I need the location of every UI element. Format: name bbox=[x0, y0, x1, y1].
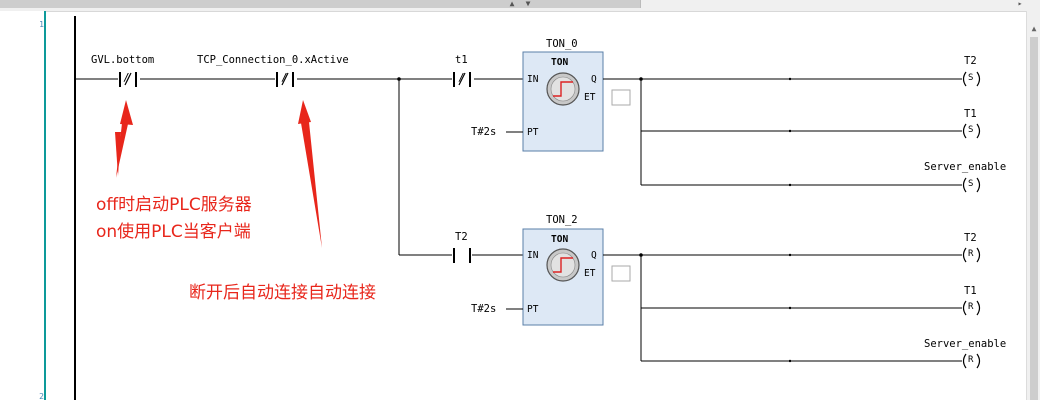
collapse-up-icon[interactable]: ▲ bbox=[509, 0, 515, 8]
contact-gvl-bottom[interactable] bbox=[119, 72, 137, 87]
timer-pt-ton2: PT bbox=[527, 304, 539, 315]
timer-type-ton2: TON bbox=[551, 234, 569, 245]
coil-label-t2: T2 bbox=[964, 55, 977, 67]
timer-instance-ton2: TON_2 bbox=[546, 214, 578, 226]
timer-preset-ton0: T#2s bbox=[471, 126, 497, 138]
contact-label-tcp-xactive: TCP_Connection_0.xActive bbox=[197, 54, 349, 66]
annotation-off-server: off时启动PLC服务器 bbox=[96, 195, 252, 215]
scroll-right-icon[interactable]: ▸ bbox=[1017, 0, 1023, 8]
coil-t1-reset[interactable] bbox=[962, 300, 981, 316]
coil-label-t2-reset: T2 bbox=[964, 232, 977, 244]
vertical-scrollbar[interactable]: ▲ bbox=[1026, 11, 1040, 400]
timer-block-ton2[interactable] bbox=[522, 228, 604, 326]
coil-kind-server-enable: S bbox=[968, 179, 974, 189]
annotation-auto-reconnect: 断开后自动连接自动连接 bbox=[189, 283, 376, 303]
timer-in-ton2: IN bbox=[527, 250, 539, 261]
coil-t2-reset[interactable] bbox=[962, 247, 981, 263]
timer-in-ton0: IN bbox=[527, 74, 539, 85]
line-number-gutter bbox=[0, 11, 46, 400]
contact-label-t1: t1 bbox=[455, 54, 468, 66]
timer-block-ton0[interactable] bbox=[522, 51, 604, 152]
coil-label-t1-reset: T1 bbox=[964, 285, 977, 297]
contact-label-t2: T2 bbox=[455, 231, 468, 243]
contact-symbol-1: / bbox=[123, 71, 130, 84]
contact-tcp-xactive[interactable] bbox=[276, 72, 294, 87]
coil-server-enable-reset[interactable] bbox=[962, 353, 981, 369]
et-output-box-ton2[interactable] bbox=[611, 265, 631, 282]
coil-server-enable-set[interactable] bbox=[962, 177, 981, 193]
timer-et-ton0: ET bbox=[584, 92, 596, 103]
annotation-arrow-2 bbox=[298, 100, 322, 248]
contact-symbol-3: / bbox=[458, 71, 465, 84]
coil-label-server-enable: Server_enable bbox=[924, 161, 1007, 173]
coil-kind-t2: S bbox=[968, 73, 974, 83]
timer-q-ton0: Q bbox=[591, 74, 597, 85]
et-output-box-ton0[interactable] bbox=[611, 89, 631, 106]
contact-label-gvl-bottom: GVL.bottom bbox=[91, 54, 155, 66]
coil-kind-t1-reset: R bbox=[968, 302, 974, 312]
vertical-scroll-thumb[interactable] bbox=[1030, 37, 1038, 400]
horizontal-scrollbar[interactable]: ▲ ▼ ▸ bbox=[0, 0, 1040, 12]
contact-symbol-2: / bbox=[281, 71, 288, 84]
gutter-bar bbox=[44, 11, 46, 400]
coil-label-server-enable-reset: Server_enable bbox=[924, 338, 1007, 350]
coil-kind-server-enable-reset: R bbox=[968, 355, 974, 365]
timer-instance-ton0: TON_0 bbox=[546, 38, 578, 50]
contact-t1[interactable] bbox=[453, 72, 471, 87]
coil-t1-set[interactable] bbox=[962, 123, 981, 139]
contact-t2[interactable] bbox=[453, 248, 471, 263]
timer-q-ton2: Q bbox=[591, 250, 597, 261]
horizontal-scroll-thumb[interactable] bbox=[0, 0, 641, 8]
scroll-up-icon[interactable]: ▲ bbox=[1031, 24, 1037, 33]
timer-pt-ton0: PT bbox=[527, 127, 539, 138]
timer-type-ton0: TON bbox=[551, 57, 569, 68]
coil-t2-set[interactable] bbox=[962, 71, 981, 87]
coil-kind-t1: S bbox=[968, 125, 974, 135]
line-number-2: 2 bbox=[39, 392, 44, 401]
timer-preset-ton2: T#2s bbox=[471, 303, 497, 315]
coil-label-t1: T1 bbox=[964, 108, 977, 120]
expand-down-icon[interactable]: ▼ bbox=[525, 0, 531, 8]
line-number-1: 1 bbox=[39, 20, 44, 29]
annotation-on-client: on使用PLC当客户端 bbox=[96, 222, 251, 242]
timer-et-ton2: ET bbox=[584, 268, 596, 279]
coil-kind-t2-reset: R bbox=[968, 249, 974, 259]
annotation-arrow-1 bbox=[115, 100, 133, 178]
